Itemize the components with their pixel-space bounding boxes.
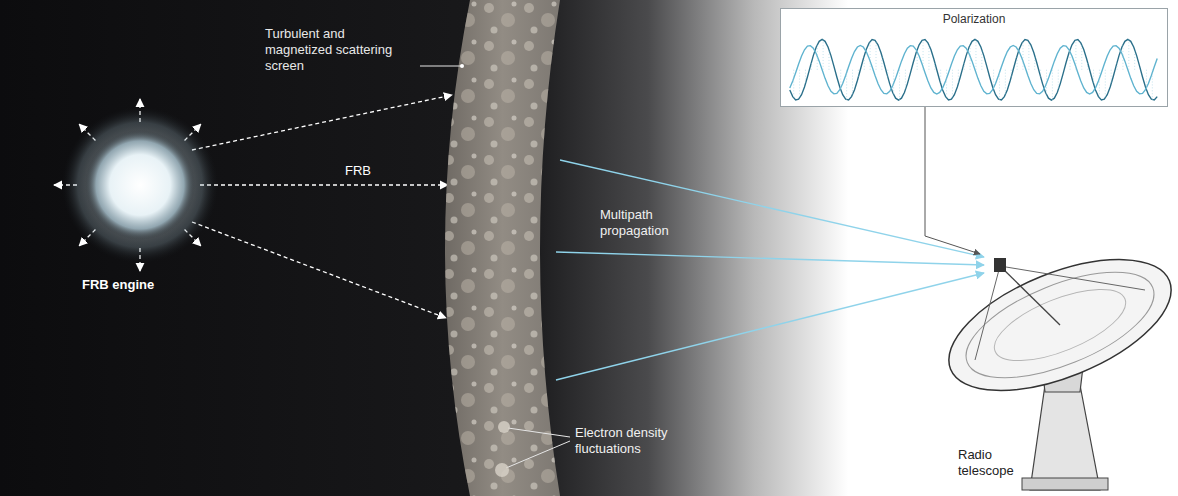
emission-arrow bbox=[192, 222, 446, 318]
leader-line bbox=[508, 428, 570, 437]
path-line bbox=[556, 273, 984, 380]
text-label: Radio telescope bbox=[958, 447, 1038, 479]
text-label: FRB engine bbox=[82, 277, 202, 293]
leader-dot bbox=[460, 64, 464, 68]
path-line bbox=[556, 252, 984, 265]
text-label: Multipath propagation bbox=[600, 207, 720, 239]
density-blob bbox=[495, 463, 509, 477]
path-line bbox=[560, 160, 984, 257]
text-label: FRB bbox=[345, 163, 385, 179]
frb-engine-halo bbox=[62, 107, 218, 263]
screen-texture bbox=[445, 0, 560, 496]
text-label: Electron density fluctuations bbox=[575, 425, 685, 457]
polarization-pointer bbox=[925, 107, 980, 254]
emission-arrow bbox=[192, 95, 452, 150]
leader-line bbox=[506, 441, 570, 468]
polarization-panel: Polarization bbox=[780, 8, 1168, 107]
scattering-screen bbox=[445, 0, 560, 496]
emission-arrow bbox=[200, 184, 448, 185]
text-label: Turbulent and magnetized scattering scre… bbox=[265, 26, 415, 74]
leader-line bbox=[420, 66, 461, 67]
radio-telescope bbox=[931, 233, 1178, 490]
emission-arrows bbox=[54, 95, 452, 318]
frb-engine bbox=[85, 130, 195, 240]
density-blob bbox=[498, 421, 510, 433]
panel-title: Polarization bbox=[781, 9, 1167, 26]
